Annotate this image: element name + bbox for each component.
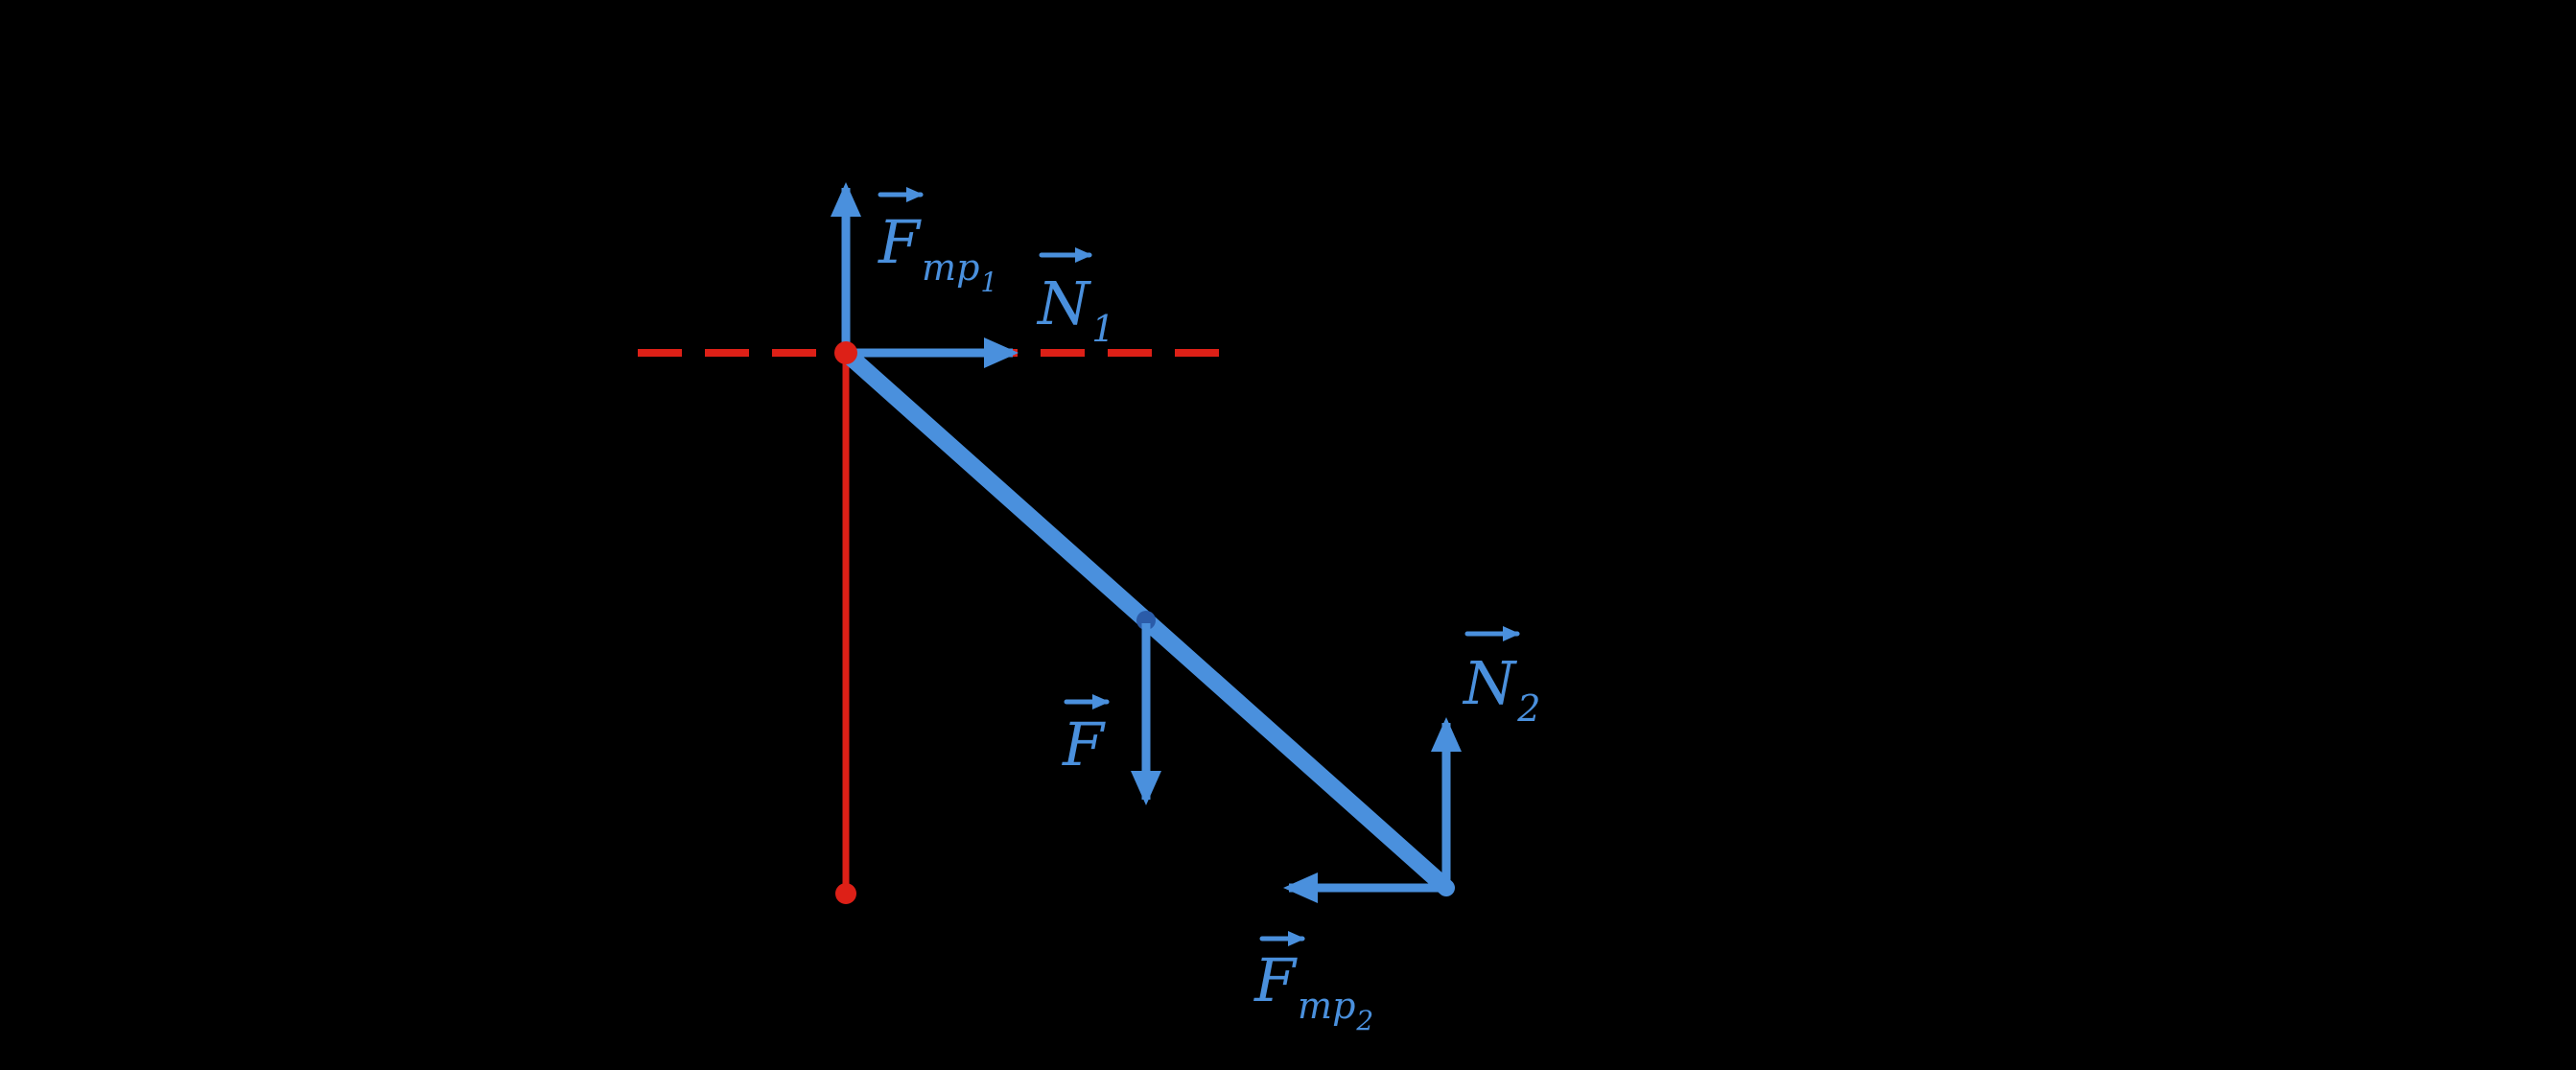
normal-force-bottom-label: N2: [1462, 648, 1540, 730]
plumb-bottom-dot: [835, 883, 856, 904]
label-friction-force-bottom: Fтр2: [1253, 931, 1373, 1036]
force-symbol: F: [1253, 945, 1298, 1015]
force-symbol: N: [1462, 648, 1518, 718]
label-friction-force-top: Fтр1: [878, 187, 997, 298]
force-subscript: тр: [1298, 985, 1355, 1027]
friction-force-bottom-label: Fтр2: [1253, 945, 1373, 1036]
friction-force-top-label: Fтр1: [878, 207, 997, 298]
force-subscript: 1: [1091, 308, 1114, 350]
force-subsubscript: 1: [980, 267, 997, 298]
force-subscript: тр: [922, 246, 979, 289]
pivot-point-dot: [834, 341, 857, 364]
label-normal-force-top: N1: [1036, 247, 1114, 350]
applied-force-label: F: [1062, 709, 1106, 779]
ladder-midpoint-dot: [1136, 611, 1156, 630]
force-symbol: F: [1062, 709, 1106, 779]
label-applied-force: F: [1062, 694, 1110, 779]
normal-force-top-label: N1: [1036, 268, 1114, 350]
force-symbol: F: [878, 207, 922, 277]
force-subscript: 2: [1516, 687, 1540, 730]
force-symbol: N: [1036, 268, 1092, 338]
force-subsubscript: 2: [1355, 1005, 1373, 1036]
label-normal-force-bottom: N2: [1462, 626, 1540, 730]
